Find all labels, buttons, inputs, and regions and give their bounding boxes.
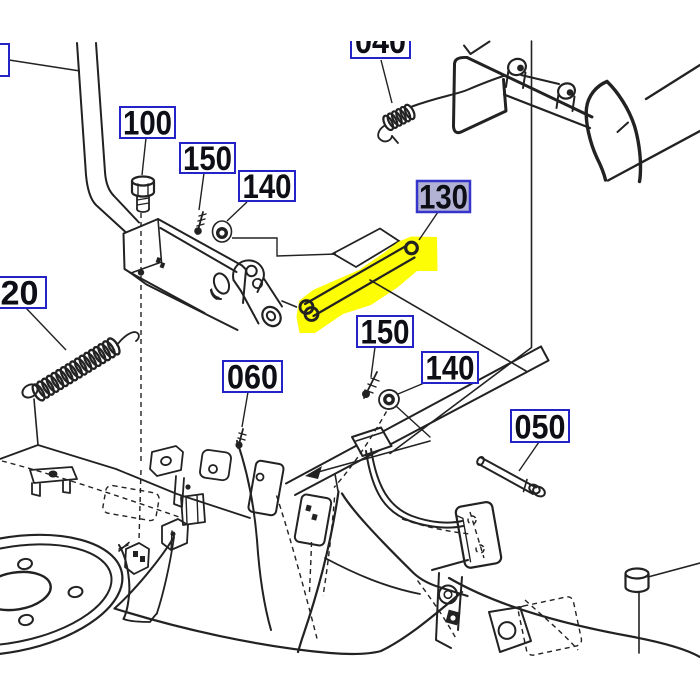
svg-text:150: 150 <box>183 140 232 178</box>
svg-text:060: 060 <box>227 359 278 397</box>
svg-text:140: 140 <box>426 350 475 388</box>
svg-text:050: 050 <box>515 409 566 447</box>
svg-text:120: 120 <box>0 275 39 313</box>
svg-text:100: 100 <box>123 105 172 143</box>
svg-text:150: 150 <box>361 314 410 352</box>
svg-text:140: 140 <box>243 168 292 206</box>
svg-text:130: 130 <box>419 179 468 217</box>
